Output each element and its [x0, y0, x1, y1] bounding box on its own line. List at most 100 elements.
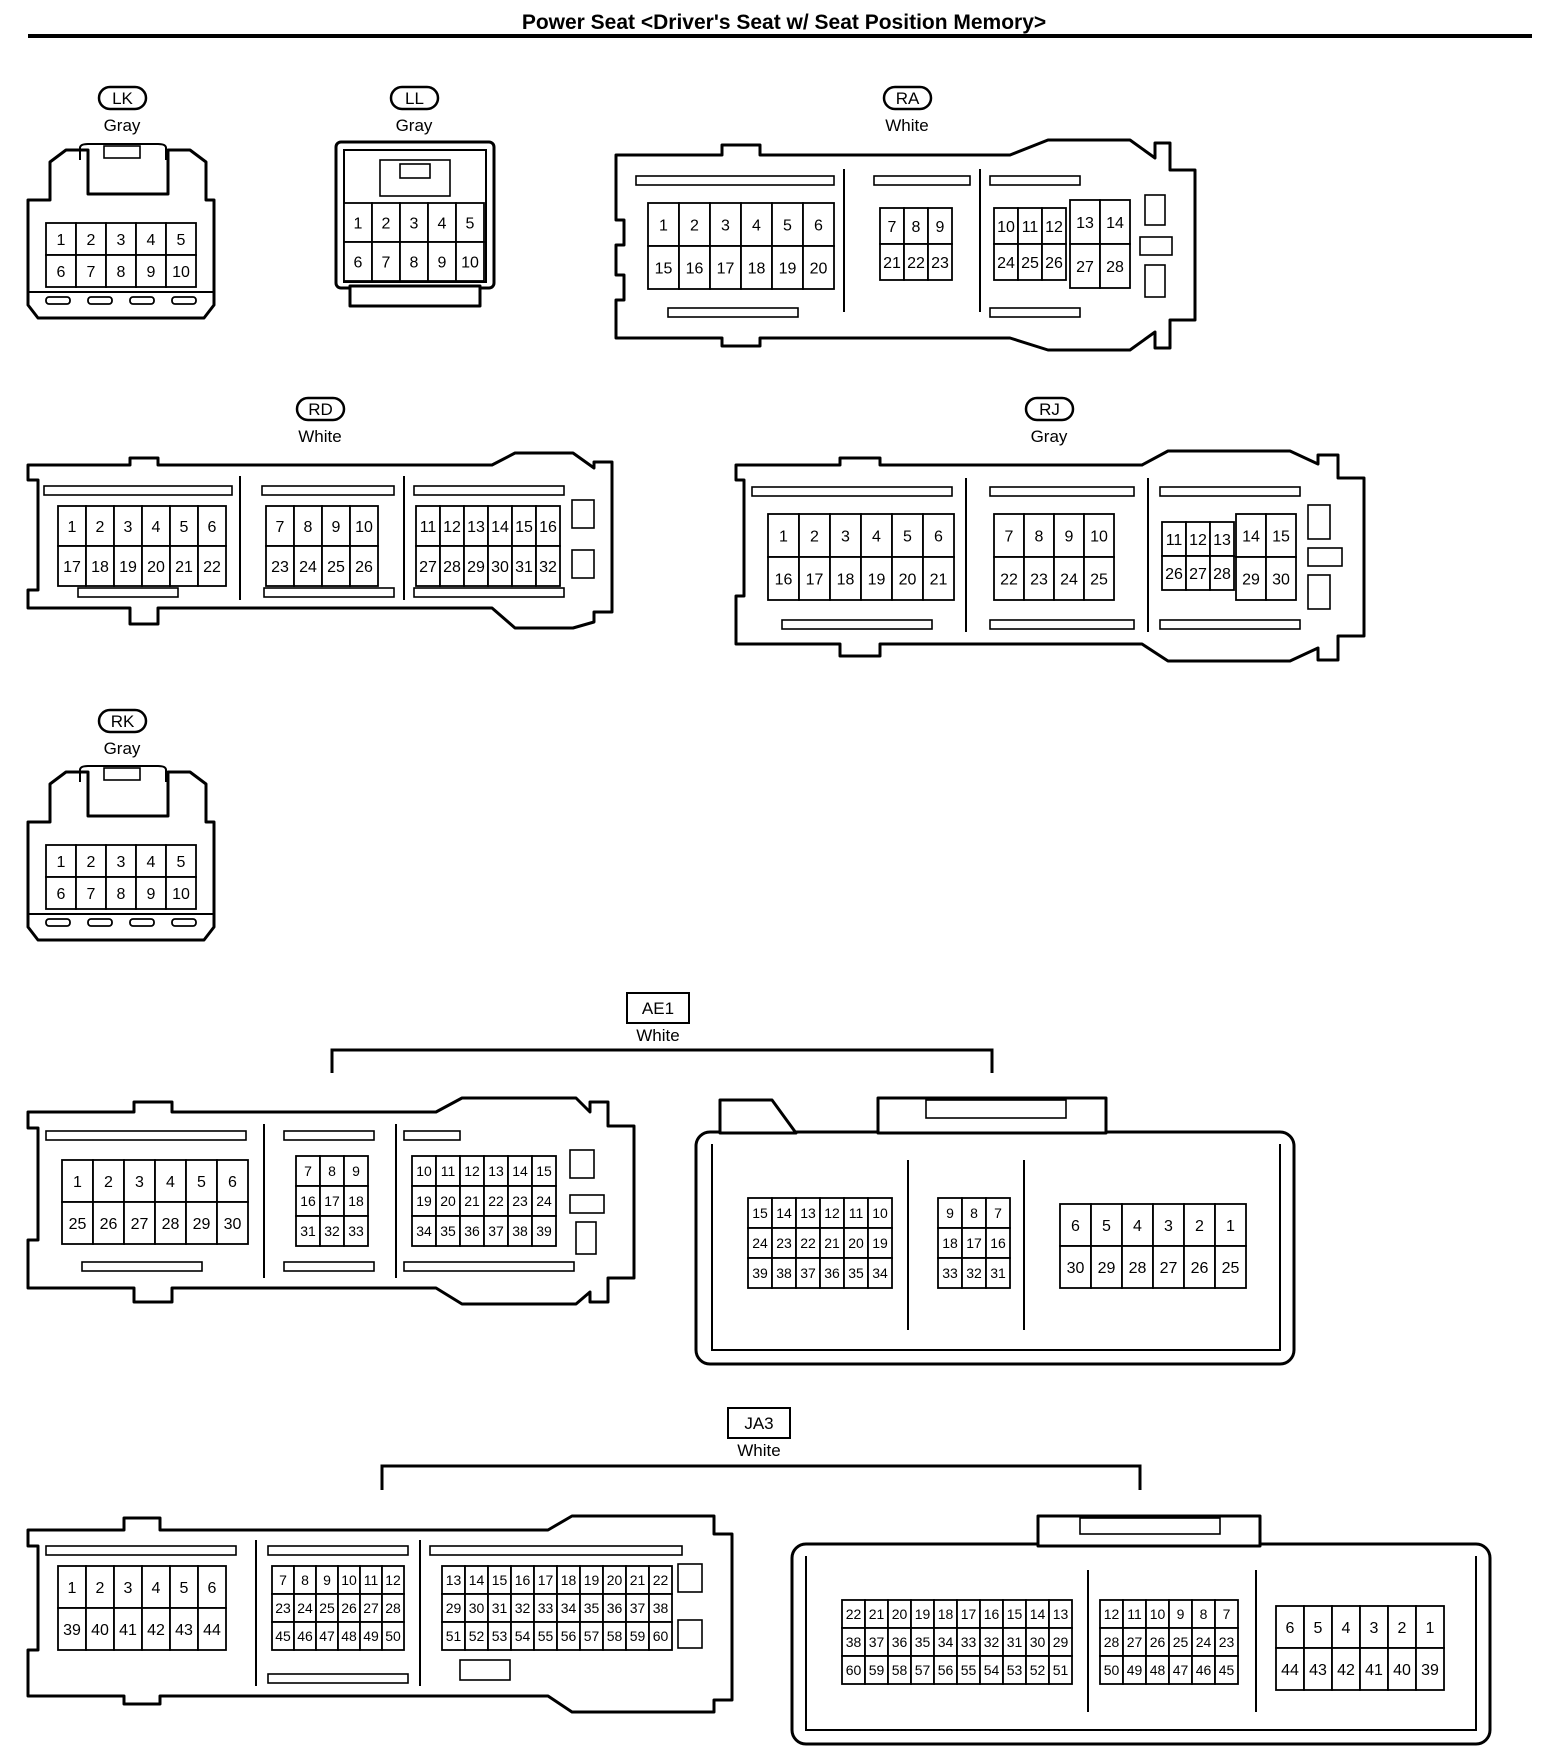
pin-label: 11: [1127, 1606, 1142, 1622]
pin-label: 11: [1166, 532, 1183, 549]
pin-cell: [61, 1159, 94, 1203]
pin-label: 25: [1090, 572, 1108, 589]
connector-ae1-lock: [569, 1149, 595, 1179]
pin-cell: [61, 1201, 94, 1245]
pin-label: 16: [539, 519, 557, 536]
pin-label: 5: [197, 1174, 206, 1191]
pin-label: 6: [208, 1580, 217, 1597]
pin-label: 7: [87, 886, 96, 903]
pin-label: 19: [915, 1606, 931, 1622]
pin-label: 3: [135, 1174, 144, 1191]
pin-label: 1: [57, 854, 66, 871]
pin-cell: [113, 1565, 143, 1609]
connector-ra-rail: [635, 175, 835, 186]
connector-ae1-rail: [283, 1130, 375, 1141]
pin-label: 19: [872, 1235, 888, 1251]
pin-label: 46: [1196, 1662, 1212, 1678]
connector-lk-latch: [79, 143, 167, 160]
pin-label: 7: [382, 255, 391, 272]
pin-cell: [1387, 1647, 1417, 1691]
pin-label: 10: [172, 264, 190, 281]
pin-label: 25: [327, 559, 345, 576]
pin-label: 4: [438, 216, 447, 233]
connector-rj-rail: [781, 619, 933, 630]
pin-label: 12: [1189, 532, 1207, 549]
pin-label: 24: [299, 559, 317, 576]
pin-label: 3: [124, 1580, 133, 1597]
pin-cell: [709, 245, 742, 290]
connector-rd-tag: [295, 396, 346, 422]
pin-label: 35: [440, 1223, 456, 1239]
pin-cell: [1121, 1245, 1154, 1289]
connector-ae1-id: AE1: [642, 999, 674, 1018]
connector-rk-latch-tab: [103, 767, 141, 781]
pin-label: 26: [1045, 255, 1063, 272]
pin-label: 8: [328, 1163, 336, 1179]
pin-label: 11: [1022, 219, 1039, 236]
pin-label: 2: [96, 1580, 105, 1597]
connector-ra-id: RA: [896, 89, 920, 108]
pin-cell: [985, 1197, 1011, 1229]
connector-ra-tag: [882, 85, 933, 111]
pin-label: 3: [117, 232, 126, 249]
pin-label: 54: [515, 1628, 531, 1644]
pin-label: 9: [352, 1163, 360, 1179]
slot: [87, 918, 113, 927]
pin-cell: [922, 513, 955, 558]
pin-label: 10: [355, 519, 373, 536]
pin-cell: [92, 1201, 125, 1245]
pin-label: 26: [1191, 1260, 1209, 1277]
pin-label: 24: [1060, 572, 1078, 589]
connector-ae1-rail: [403, 1130, 461, 1141]
connector-ja3-lock: [677, 1619, 703, 1649]
connector-lk-slots: [45, 296, 197, 305]
pin-cell: [135, 876, 167, 910]
pin-label: 57: [915, 1662, 931, 1678]
connector-ra-rail: [989, 175, 1081, 186]
pin-label: 28: [1129, 1260, 1147, 1277]
pin-label: 4: [152, 1580, 161, 1597]
pin-label: 34: [561, 1600, 577, 1616]
pin-cell: [1214, 1245, 1247, 1289]
pin-label: 31: [492, 1600, 508, 1616]
pin-label: 38: [512, 1223, 528, 1239]
pin-label: 3: [117, 854, 126, 871]
pin-label: 36: [464, 1223, 480, 1239]
pin-cell: [802, 202, 835, 247]
pin-label: 23: [512, 1193, 528, 1209]
pin-label: 38: [776, 1265, 792, 1281]
pin-cell: [295, 1215, 321, 1247]
pin-cell: [531, 1215, 557, 1247]
pin-cell: [867, 1257, 893, 1289]
pin-label: 3: [841, 529, 850, 546]
pin-label: 2: [1195, 1218, 1204, 1235]
slot: [45, 918, 71, 927]
pin-label: 34: [872, 1265, 888, 1281]
pin-cell: [463, 545, 489, 587]
pin-label: 60: [846, 1662, 862, 1678]
connector-ae1-lock: [569, 1194, 605, 1214]
pin-label: 21: [175, 559, 193, 576]
pin-label: 27: [1127, 1634, 1143, 1650]
pin-label: 54: [984, 1662, 1000, 1678]
slot: [129, 918, 155, 927]
connector-ja3-color: White: [737, 1441, 780, 1460]
pin-label: 36: [892, 1634, 908, 1650]
pin-cell: [371, 202, 401, 243]
pin-cell: [141, 505, 171, 547]
pin-cell: [1152, 1245, 1185, 1289]
connector-rj-id: RJ: [1039, 400, 1060, 419]
pin-label: 43: [1309, 1662, 1327, 1679]
pin-label: 17: [538, 1572, 554, 1588]
pin-cell: [1099, 243, 1131, 289]
pin-label: 15: [492, 1572, 508, 1588]
pin-cell: [927, 243, 953, 281]
pin-label: 4: [147, 854, 156, 871]
pin-label: 9: [438, 255, 447, 272]
pin-cell: [185, 1201, 218, 1245]
pin-cell: [216, 1201, 249, 1245]
pin-label: 48: [1150, 1662, 1166, 1678]
connector-ja3-female-top: [1036, 1514, 1262, 1548]
connector-ra-color: White: [885, 116, 928, 135]
